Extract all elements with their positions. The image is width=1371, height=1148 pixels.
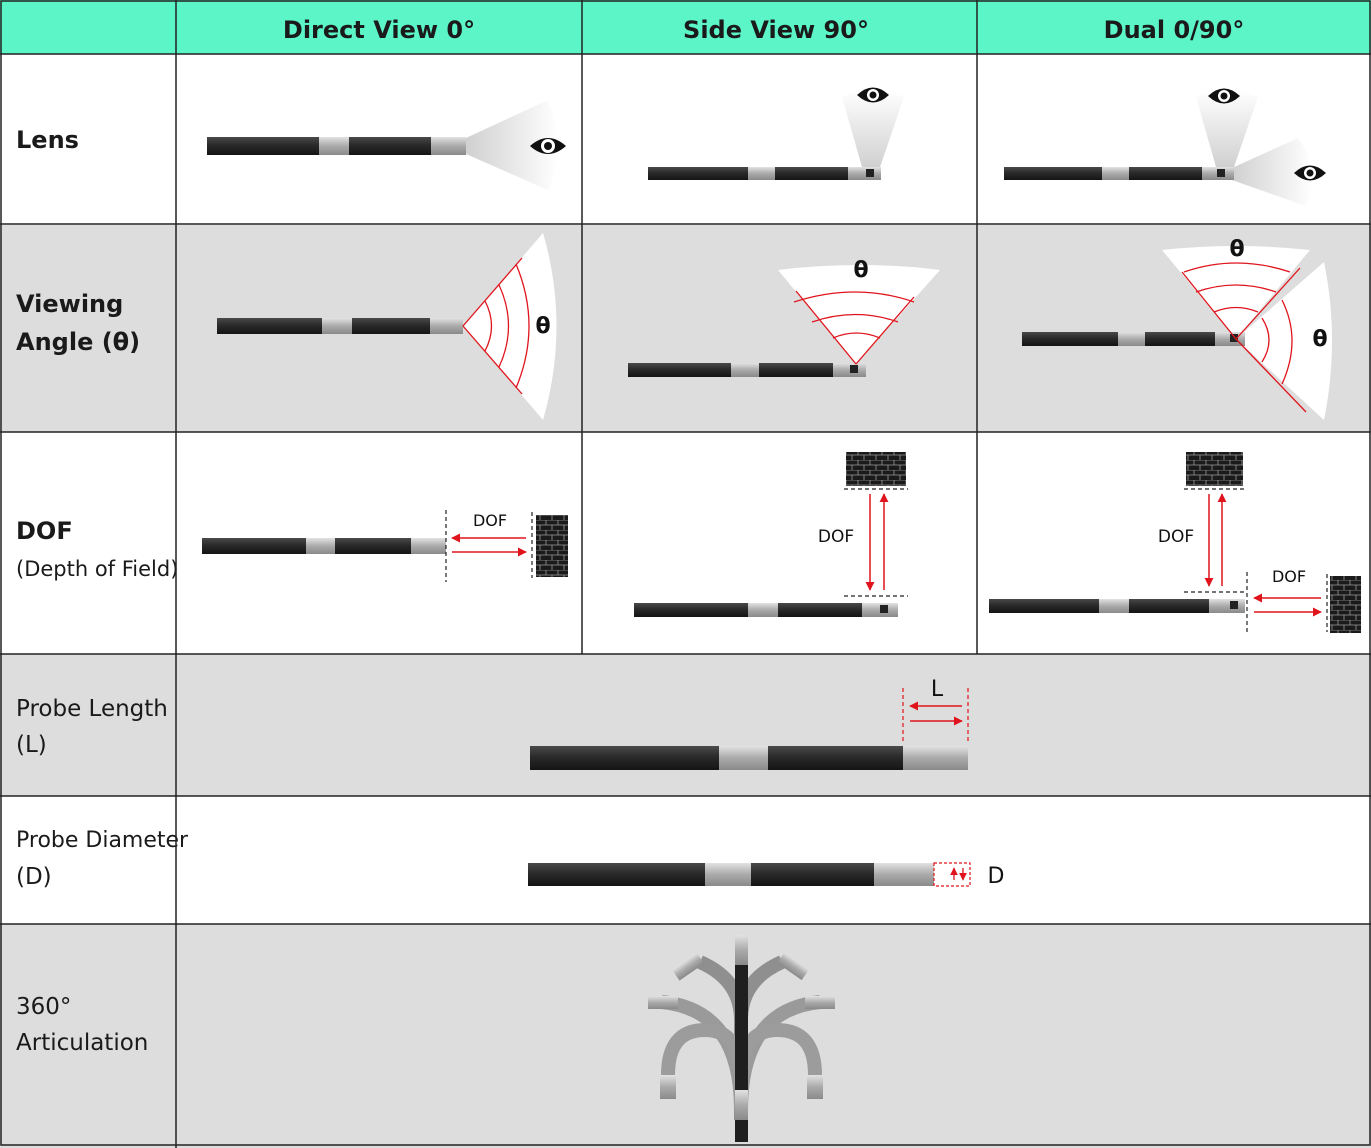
label-depth-of-field: (Depth of Field) <box>16 557 178 581</box>
label-articulation: Articulation <box>16 1030 148 1056</box>
brick-wall-icon <box>846 452 906 486</box>
eye-icon <box>1294 165 1326 181</box>
diameter-marker: D <box>988 864 1005 889</box>
header-row-bg <box>0 0 1371 54</box>
dof-marker: DOF <box>473 511 507 530</box>
eye-icon <box>1208 88 1240 104</box>
length-marker: L <box>931 677 944 702</box>
dof-marker: DOF <box>818 527 854 547</box>
brick-wall-icon <box>1186 452 1243 486</box>
angle-side-illustration: θ <box>628 258 940 377</box>
lens-dual-illustration <box>1004 88 1326 206</box>
articulation-illustration <box>648 935 835 1142</box>
theta-symbol: θ <box>1312 327 1327 352</box>
dof-marker: DOF <box>1158 527 1194 547</box>
eye-icon <box>857 87 889 103</box>
dof-dual-illustration: DOF DOF <box>989 452 1361 634</box>
label-probe-length: Probe Length <box>16 696 168 722</box>
dof-marker: DOF <box>1272 567 1306 586</box>
dof-direct-illustration: DOF <box>202 510 568 582</box>
lens-side-illustration <box>648 87 904 180</box>
length-row-bg <box>0 654 1371 796</box>
label-probe-diameter: Probe Diameter <box>16 828 189 853</box>
angle-dual-illustration: θ θ <box>1022 237 1332 420</box>
probe-diameter-illustration: D <box>528 862 1005 889</box>
label-probe-length-l: (L) <box>16 732 47 758</box>
brick-wall-icon <box>1330 576 1361 633</box>
label-lens: Lens <box>16 126 79 154</box>
brick-wall-icon <box>536 515 568 577</box>
header-direct-view: Direct View 0° <box>283 16 475 44</box>
label-dof: DOF <box>16 517 73 545</box>
header-dual-view: Dual 0/90° <box>1104 16 1245 44</box>
header-side-view: Side View 90° <box>683 16 869 44</box>
eye-icon <box>530 138 566 154</box>
dof-side-illustration: DOF <box>634 452 908 617</box>
label-probe-diameter-d: (D) <box>16 864 52 890</box>
label-viewing: Viewing <box>16 290 123 318</box>
theta-symbol: θ <box>853 258 868 283</box>
label-360: 360° <box>16 994 71 1020</box>
theta-symbol: θ <box>535 314 550 339</box>
lens-direct-illustration <box>207 100 566 190</box>
angle-direct-illustration: θ <box>217 233 557 420</box>
theta-symbol: θ <box>1229 237 1244 262</box>
probe-length-illustration: L <box>530 677 969 770</box>
label-angle: Angle (θ) <box>16 328 140 356</box>
